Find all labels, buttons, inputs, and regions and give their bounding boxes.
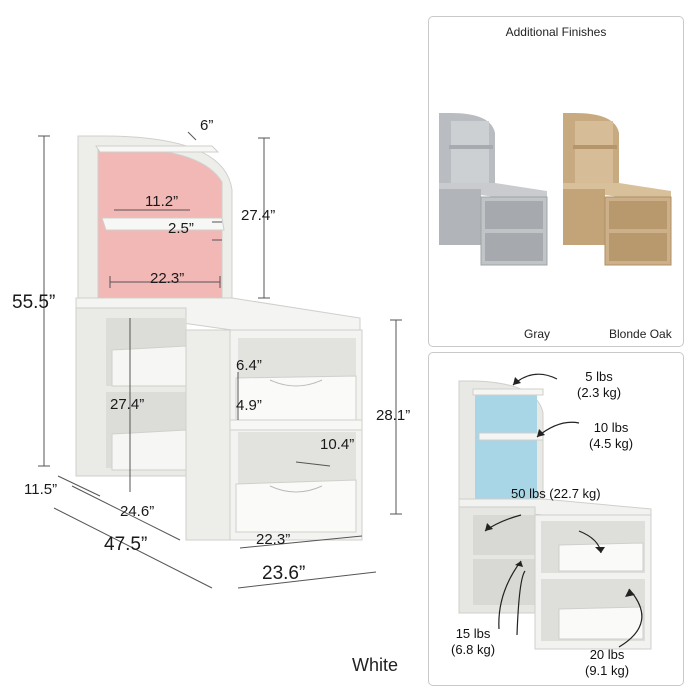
left-bin-upper [111,345,187,387]
weight-middle-shelf-lbs: 10 lbs [593,420,629,435]
dim-bin-height: 4.9” [236,397,262,414]
dim-overall-height: 55.5” [12,292,56,313]
dim-hutch-height: 27.4” [241,207,276,224]
dim-cabinet-inner-width: 22.3” [256,531,291,548]
dim-bin-depth: 10.4” [320,436,355,453]
dim-shelf-gap: 2.5” [168,220,194,237]
right-cabinet-shelf [229,419,363,431]
gray-desk-illustration [439,113,548,266]
finish-label: White [352,655,399,675]
dim-cubby-height: 6.4” [236,357,262,374]
dim-desk-depth: 24.6” [120,503,155,520]
weight-bin-kg: (9.1 kg) [585,663,630,678]
weight-capacity-panel: 5 lbs (2.3 kg) 10 lbs (4.5 kg) 50 lbs (2… [428,352,684,686]
weight-middle-shelf: 10 lbs (4.5 kg) [589,420,633,452]
weight-desk-illustration [458,373,652,650]
dim-left-cubby-height: 27.4” [110,396,145,413]
weight-middle-shelf-kg: (4.5 kg) [589,436,634,451]
left-bin-lower [111,429,187,471]
dim-hutch-inner-width: 22.3” [150,270,185,287]
dim-side-depth: 11.5” [24,481,58,498]
bin-handle-lower [269,485,323,493]
weight-top-shelf: 5 lbs (2.3 kg) [577,369,621,401]
weight-top-shelf-lbs: 5 lbs [585,369,613,384]
hutch-middle-shelf [101,217,225,231]
dim-shelf-depth: 6” [200,117,214,134]
dim-overall-width: 47.5” [104,534,148,555]
finish-swatches [439,113,672,266]
weight-top-shelf-kg: (2.3 kg) [577,385,622,400]
oak-desk-illustration [563,113,672,266]
bin-handle-upper [269,379,323,387]
weight-bin-lbs: 20 lbs [589,647,625,662]
finish-option-gray[interactable]: Gray [524,327,551,341]
weight-cubby-lbs: 15 lbs [455,626,491,641]
dim-desk-height: 28.1” [376,407,411,424]
weight-cubby-kg: (6.8 kg) [451,642,496,657]
dim-inner-width: 11.2” [145,193,179,210]
right-bin-upper [235,375,357,421]
dimension-lines [38,131,402,589]
finish-option-blonde-oak[interactable]: Blonde Oak [609,327,672,341]
weight-desktop: 50 lbs (22.7 kg) [511,486,601,502]
weight-bin: 20 lbs (9.1 kg) [585,647,629,679]
right-bin-lower [235,479,357,533]
additional-finishes-panel: Additional Finishes Gray Blonde Oak [428,16,684,347]
right-cabinet-side [185,329,231,541]
hutch-top-shelf [95,145,220,153]
finishes-title: Additional Finishes [505,25,607,39]
weight-desktop-label: 50 lbs (22.7 kg) [511,486,601,501]
weight-cubby: 15 lbs (6.8 kg) [451,626,495,658]
dim-cabinet-width: 23.6” [262,563,306,584]
